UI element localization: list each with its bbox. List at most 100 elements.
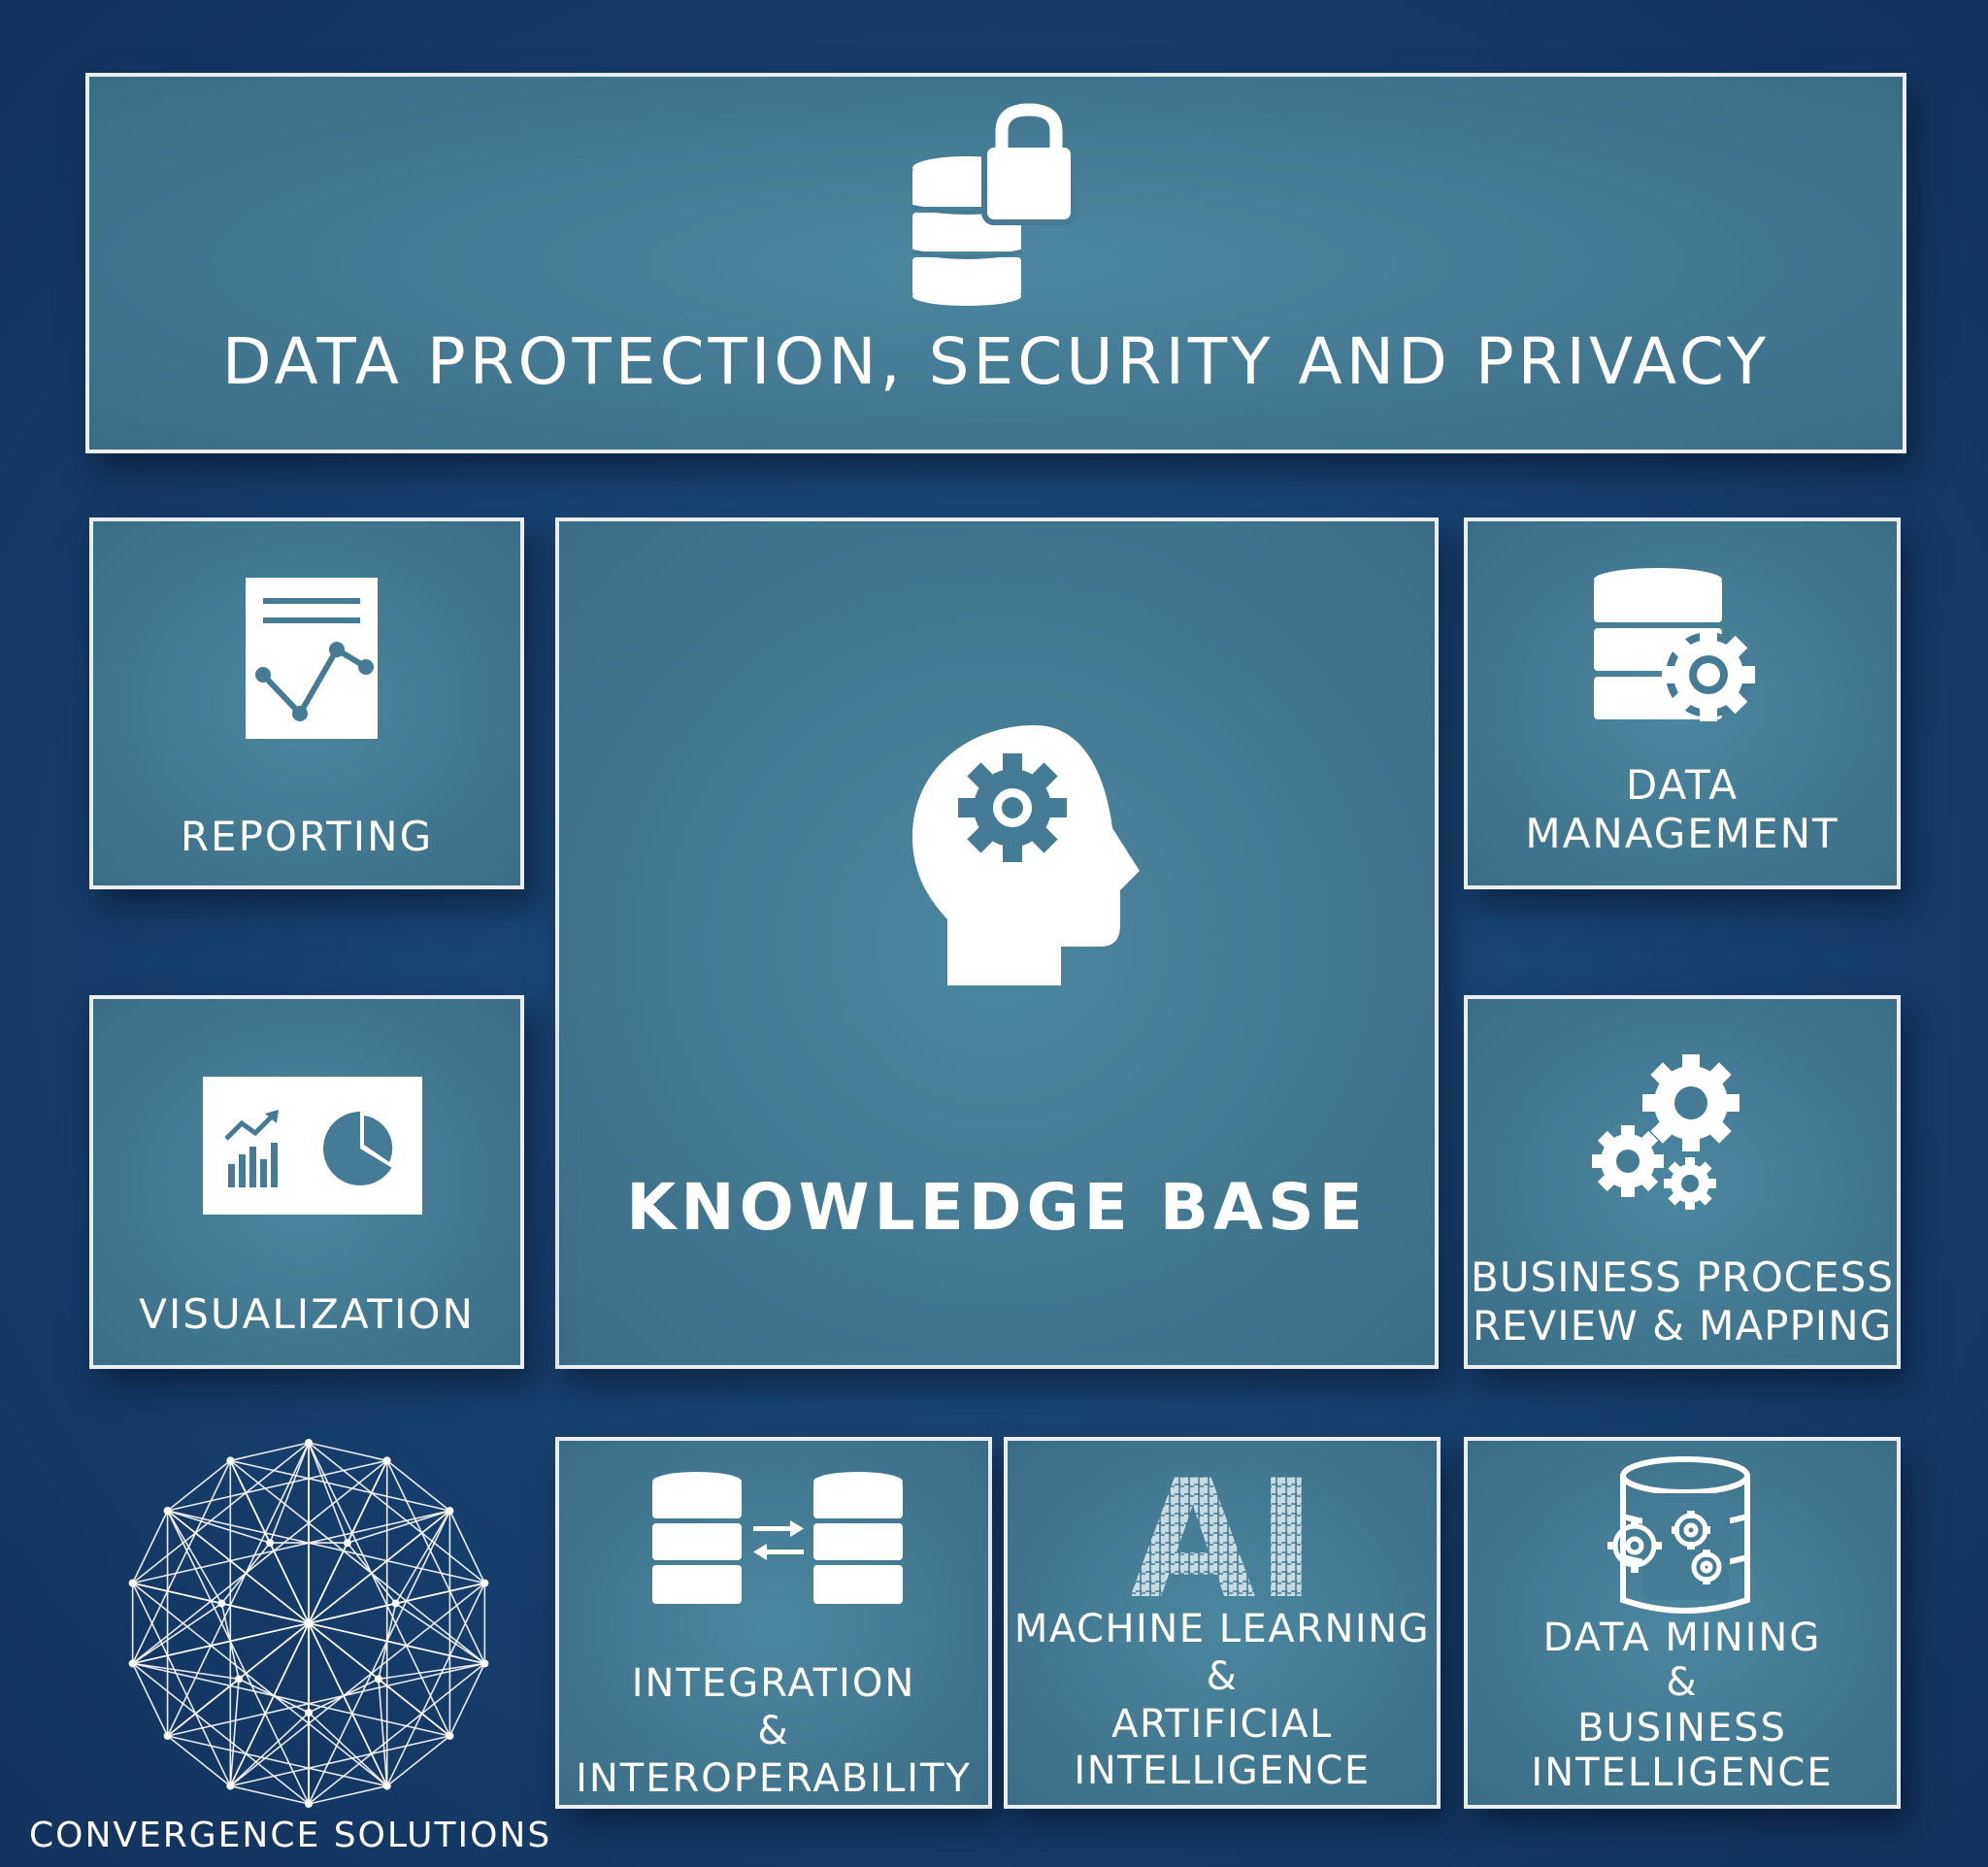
network-line [132,1662,240,1681]
network-line [167,1735,387,1787]
network-line [308,1712,388,1787]
network-node [128,1659,137,1668]
network-line [378,1662,485,1681]
network-node [128,1579,137,1587]
data-management-label: DATA MANAGEMENT [1525,761,1839,857]
network-line [308,1442,485,1584]
visualization-tile: VISUALIZATION [89,995,524,1369]
network-line [238,1622,310,1680]
network-line [132,1662,450,1737]
database-gear-icon [1594,568,1759,723]
network-line [167,1459,231,1512]
network-node [391,1599,400,1608]
network-node [305,1709,313,1717]
network-line [238,1678,310,1714]
network-line [385,1460,486,1664]
head-gear-icon [911,725,1143,987]
network-line [132,1602,222,1665]
network-line [167,1510,271,1544]
integration-tile: INTEGRATION & INTEROPERABILITY [555,1437,992,1809]
database-sync-icon [652,1472,903,1610]
network-line [385,1583,486,1786]
network-line [308,1442,387,1462]
network-line [167,1735,231,1787]
network-line [131,1460,232,1664]
network-line [308,1442,348,1544]
network-line [308,1442,451,1737]
network-line [229,1712,310,1787]
network-line [386,1735,450,1787]
network-line [166,1510,222,1604]
network-line [166,1442,310,1737]
network-node [305,1619,313,1627]
network-line [448,1510,486,1584]
network-line [347,1510,450,1544]
ai-letters: AI [1130,1445,1317,1635]
network-line [386,1459,450,1512]
network-line [378,1678,450,1737]
ai-circuit-icon: AI [1130,1445,1317,1635]
network-node [343,1539,351,1548]
network-node [305,1439,313,1447]
network-line [132,1510,450,1584]
logo-name: CONVERGENCE SOLUTIONS [29,1816,552,1855]
data-protection-tile: DATA PROTECTION, SECURITY AND PRIVACY [85,73,1906,453]
business-process-label: BUSINESS PROCESS REVIEW & MAPPING [1471,1253,1894,1350]
gears-icon [1589,1052,1754,1217]
network-line [230,1459,450,1512]
network-node [480,1579,489,1587]
network-line [229,1459,485,1665]
visualization-label: VISUALIZATION [139,1290,475,1338]
network-line [132,1459,388,1665]
knowledge-base-title: KNOWLEDGE BASE [626,1170,1368,1245]
network-line [131,1663,169,1737]
network-line [378,1679,388,1786]
machine-learning-label: MACHINE LEARNING & ARTIFICIAL INTELLIGEN… [1013,1607,1431,1794]
business-process-tile: BUSINESS PROCESS REVIEW & MAPPING [1464,995,1901,1369]
reporting-label: REPORTING [180,813,434,860]
network-node [374,1675,382,1684]
network-line [167,1662,485,1737]
data-mining-tile: DATA MINING & BUSINESS INTELLIGENCE [1464,1437,1901,1809]
charts-board-icon [203,1077,422,1215]
network-line [132,1662,310,1805]
network-node [446,1731,454,1740]
data-mining-label: DATA MINING & BUSINESS INTELLIGENCE [1531,1616,1834,1796]
network-node [480,1659,489,1668]
network-line [166,1510,310,1805]
network-node [382,1782,391,1790]
knowledge-base-tile: KNOWLEDGE BASE [555,517,1439,1369]
network-line [347,1460,388,1544]
network-node [305,1800,313,1808]
network-line [167,1678,240,1737]
database-lock-icon [911,103,1082,306]
network-node [217,1599,226,1608]
network-line [229,1460,271,1544]
reporting-tile: REPORTING [89,517,524,889]
network-line [347,1542,397,1605]
network-line [395,1510,451,1604]
network-line [308,1678,380,1714]
header-title: DATA PROTECTION, SECURITY AND PRIVACY [221,324,1771,399]
network-line [308,1602,396,1624]
network-line [132,1582,222,1605]
network-line [220,1542,271,1605]
network-line [395,1602,485,1665]
network-line [395,1582,485,1605]
network-line [308,1622,380,1680]
network-node [382,1456,391,1465]
network-line [308,1662,485,1805]
database-gears-icon [1598,1454,1753,1619]
network-node [226,1456,235,1465]
integration-label: INTEGRATION & INTEROPERABILITY [576,1661,972,1801]
data-management-tile: DATA MANAGEMENT [1464,517,1901,889]
network-line [131,1510,169,1584]
report-chart-icon [246,578,378,739]
network-node [163,1731,172,1740]
network-line [220,1603,240,1680]
network-line [230,1735,450,1787]
network-line [221,1602,310,1624]
network-line [229,1582,485,1787]
network-line [230,1442,310,1462]
network-line [378,1603,397,1680]
